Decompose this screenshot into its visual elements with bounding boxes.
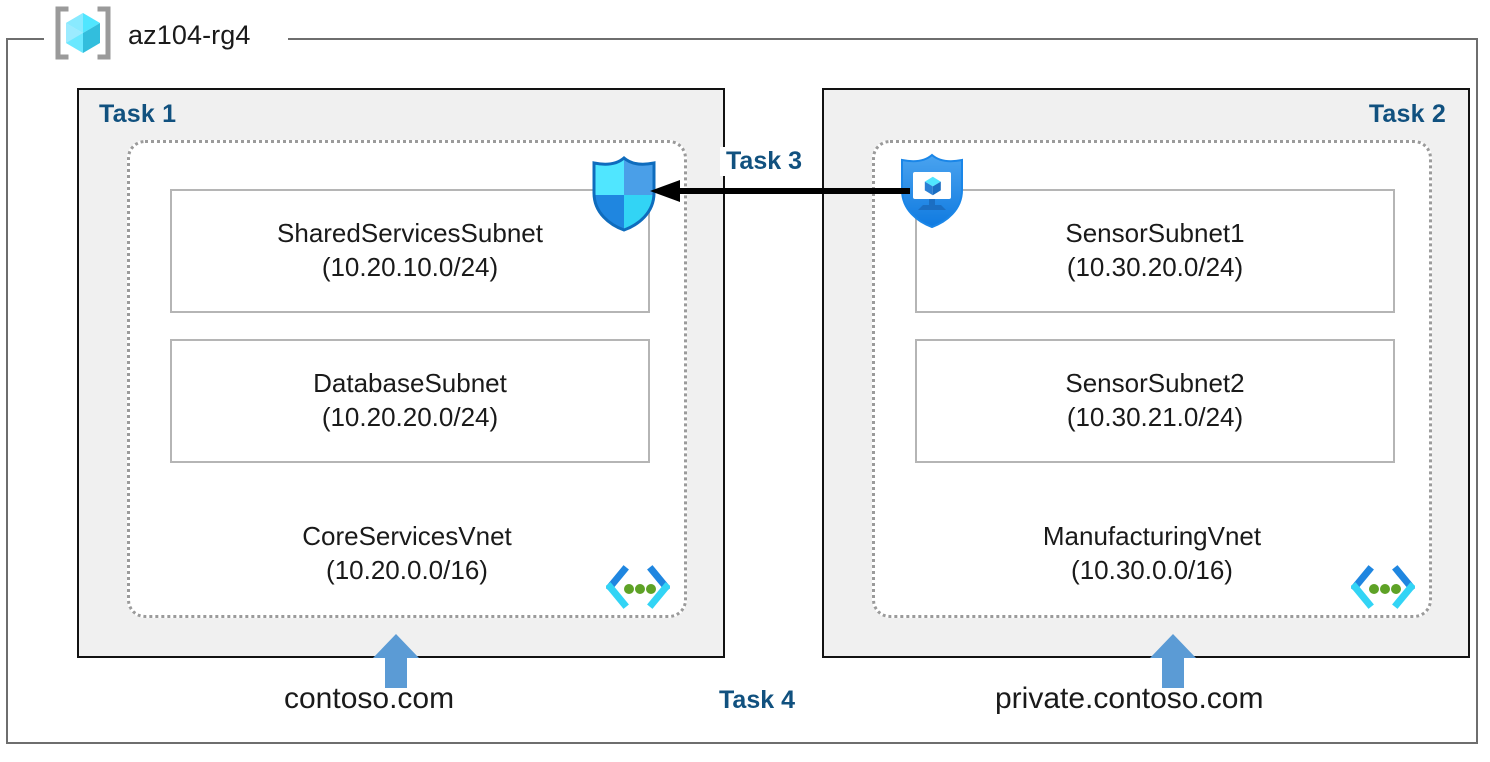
task-label-3: Task 3 [720,147,808,176]
task-label-1: Task 1 [99,100,177,128]
subnet-cidr: (10.30.21.0/24) [1066,402,1244,432]
up-arrow-icon [371,632,421,688]
subnet-cidr: (10.30.20.0/24) [1066,252,1244,282]
subnet-name: SensorSubnet2 [1065,368,1245,399]
vnet-caption: CoreServicesVnet (10.20.0.0/16) [130,520,684,587]
subnet-name: SensorSubnet1 [1065,218,1245,249]
task-label-4: Task 4 [719,686,795,714]
subnet-sensor-2: SensorSubnet2 (10.30.21.0/24) [915,339,1395,463]
shield-firewall-icon [588,155,660,233]
up-arrow-icon [1148,632,1198,688]
resource-group-name: az104-rg4 [128,19,251,50]
subnet-cidr: (10.20.20.0/24) [321,402,499,432]
resource-group-frame-top-right [288,38,1478,40]
vnet-name: CoreServicesVnet [302,521,512,552]
vnet-name: ManufacturingVnet [1042,521,1262,552]
resource-group-frame-top-left [6,38,46,40]
subnet-name: SharedServicesSubnet [277,218,543,249]
vnet-cidr: (10.20.0.0/16) [326,554,488,585]
dns-zone-contoso: contoso.com [284,682,455,715]
shield-vm-endpoint-icon [896,152,968,230]
resource-group-header: az104-rg4 [44,4,259,66]
vnet-caption: ManufacturingVnet (10.30.0.0/16) [875,520,1429,587]
subnet-sensor-1: SensorSubnet1 (10.30.20.0/24) [915,189,1395,313]
vnet-brackets-icon [605,565,671,609]
vnet-cidr: (10.30.0.0/16) [1071,554,1233,585]
vnet-manufacturing: SensorSubnet1 (10.30.20.0/24) SensorSubn… [872,140,1432,618]
task-label-2: Task 2 [1368,100,1446,128]
left-arrow-icon [648,178,910,204]
azure-resource-group-cube-icon [52,5,114,66]
vnet-brackets-icon [1350,565,1416,609]
subnet-shared-services: SharedServicesSubnet (10.20.10.0/24) [170,189,650,313]
resource-group-frame [6,38,1478,744]
vnet-core-services: SharedServicesSubnet (10.20.10.0/24) Dat… [127,140,687,618]
subnet-database: DatabaseSubnet (10.20.20.0/24) [170,339,650,463]
dns-zone-private-contoso: private.contoso.com [995,682,1264,715]
subnet-cidr: (10.20.10.0/24) [321,252,499,282]
subnet-name: DatabaseSubnet [313,368,507,399]
